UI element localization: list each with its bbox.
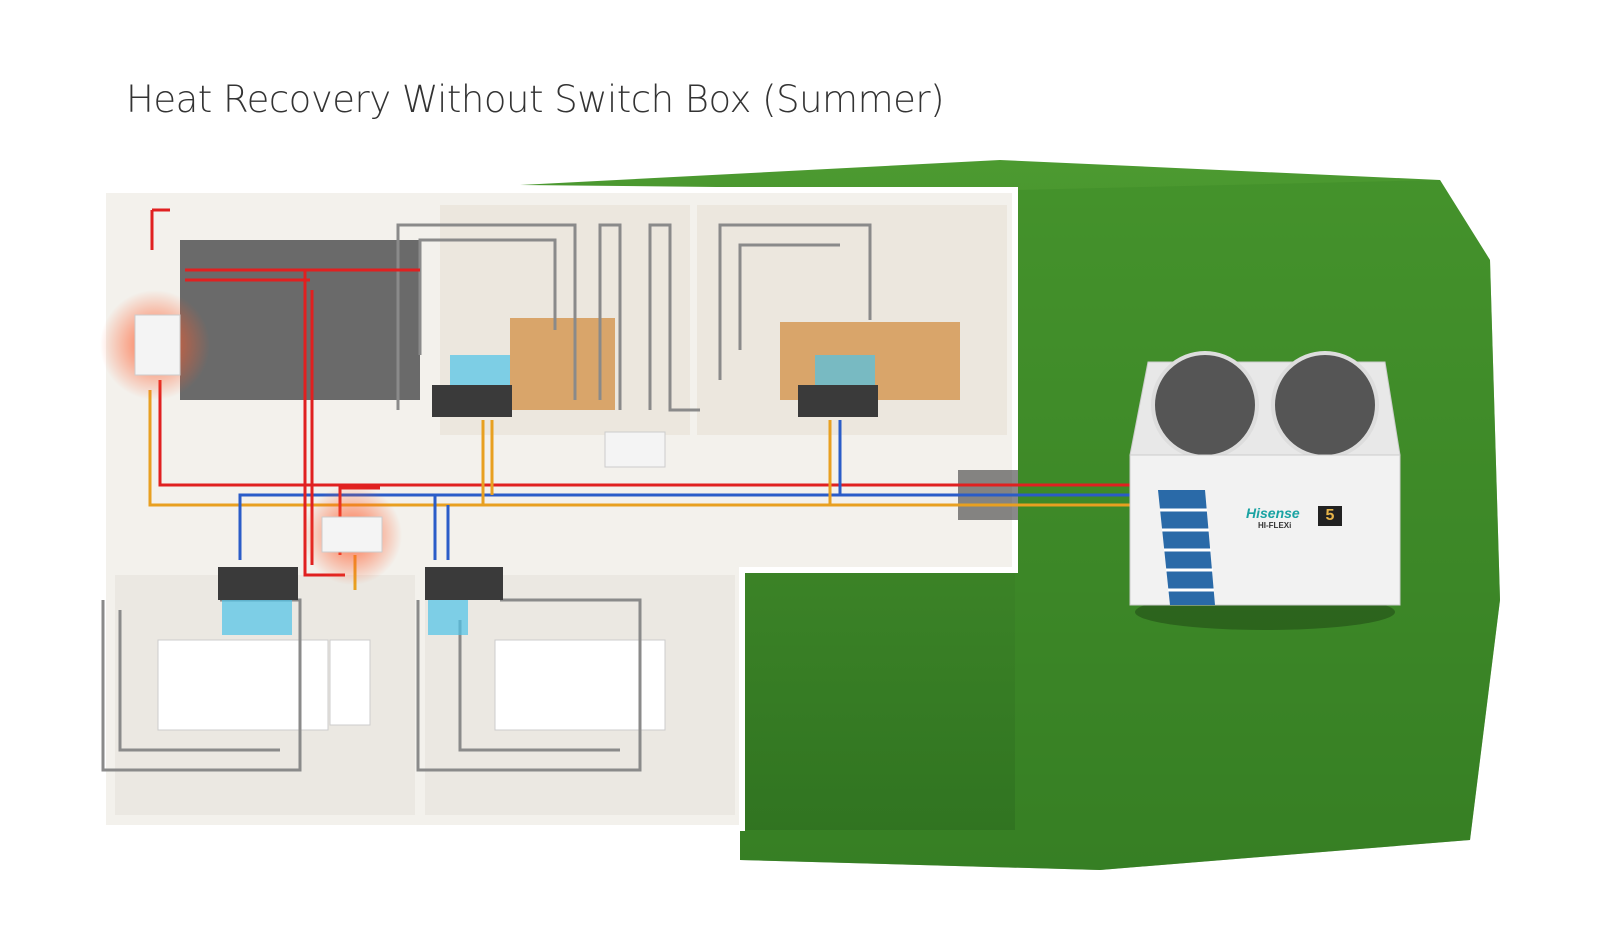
bathroom-floor <box>180 240 420 400</box>
series-label: HI-FLEXi <box>1258 521 1292 530</box>
workstation <box>157 639 329 731</box>
brand-logo: Hisense <box>1246 505 1300 521</box>
outdoor-unit <box>1129 351 1401 630</box>
diagram-title: Heat Recovery Without Switch Box (Summer… <box>126 78 945 121</box>
refrigerant-pipes <box>148 208 1140 590</box>
series-badge: 5 <box>1318 506 1342 526</box>
workstation <box>494 639 666 731</box>
heating-unit <box>134 314 181 376</box>
fan-icon <box>1151 351 1259 459</box>
branch-box <box>321 516 383 553</box>
fan-icon <box>1271 351 1379 459</box>
branch-box <box>604 431 666 468</box>
desk <box>510 318 615 410</box>
indoor-units <box>218 355 878 635</box>
drain-pipes <box>101 223 872 772</box>
